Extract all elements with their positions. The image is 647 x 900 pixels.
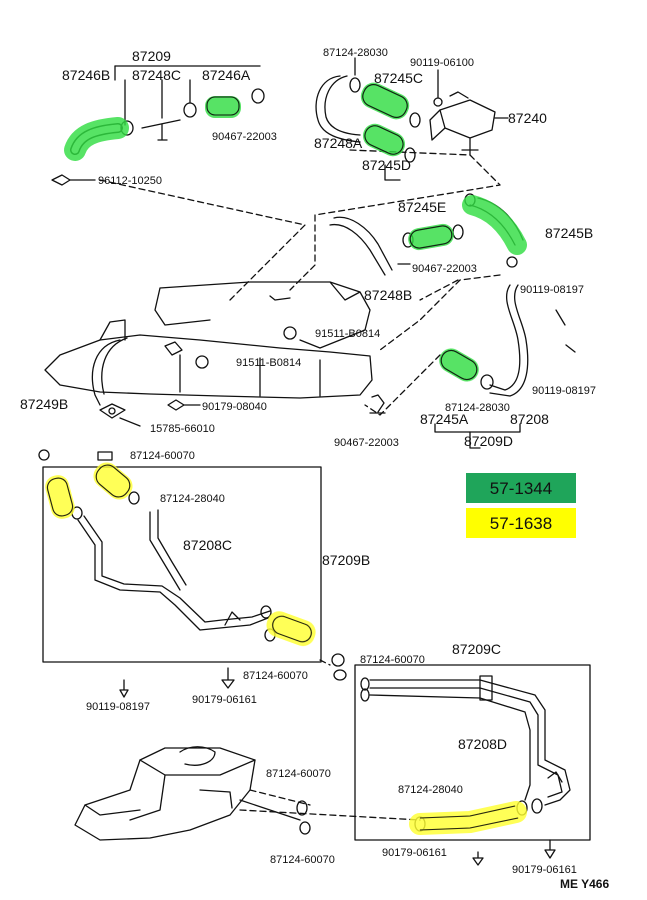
label-90467-c: 90467-22003 <box>334 437 399 449</box>
label-91511-a: 91511-B0814 <box>315 328 380 340</box>
hl-yellow-4 <box>409 801 527 835</box>
label-90119-08197-b: 90119-08197 <box>532 385 596 397</box>
label-87124-60070-c: 87124-60070 <box>243 670 308 682</box>
clamp-2 <box>183 102 197 118</box>
label-87124-28040-a: 87124-28040 <box>160 493 225 505</box>
label-87124-60070-d: 87124-60070 <box>266 768 331 780</box>
legend-text-yellow: 57-1638 <box>490 514 552 533</box>
label-87208-mid: 87208 <box>510 411 549 427</box>
leader-87246b <box>114 65 126 126</box>
bolt-91511-a <box>283 326 297 340</box>
hl-87246a <box>205 96 241 118</box>
label-87124-60070-b: 87124-60070 <box>360 654 425 666</box>
label-87124-28030-mid: 87124-28030 <box>445 402 510 414</box>
bracket-87209d <box>434 423 521 433</box>
label-87240: 87240 <box>508 110 547 126</box>
label-90467-a: 90467-22003 <box>212 131 277 143</box>
tee-87248c <box>141 119 181 141</box>
legend-fill-green <box>466 473 576 503</box>
label-90179-08040: 90179-08040 <box>202 401 267 413</box>
hl-87245e <box>408 223 454 251</box>
label-87245d: 87245D <box>362 157 411 173</box>
label-87124-60070-a: 87124-60070 <box>130 450 195 462</box>
pipe-87248a <box>315 75 361 143</box>
label-90179-06161-c: 90179-06161 <box>512 864 577 876</box>
pipe-87208d <box>369 679 571 806</box>
bolt-91511-b <box>195 355 209 369</box>
label-87208c: 87208C <box>183 537 232 553</box>
valve-87240 <box>439 91 496 156</box>
label-me-code: ME Y466 <box>560 877 609 891</box>
hl-87245d <box>362 123 406 157</box>
label-87124-28040-b: 87124-28040 <box>398 784 463 796</box>
leader-87245d <box>384 164 401 181</box>
legend-fill-yellow <box>466 508 576 538</box>
engine-block <box>154 281 371 349</box>
label-87248a: 87248A <box>314 135 363 151</box>
hl-87245a <box>439 348 479 382</box>
label-87124-60070-e: 87124-60070 <box>270 854 335 866</box>
label-87248c: 87248C <box>132 67 181 83</box>
label-90179-06161-b: 90179-06161 <box>382 847 447 859</box>
label-90467-b: 90467-22003 <box>412 263 477 275</box>
gasket-15785 <box>99 403 126 419</box>
hl-yellow-3 <box>266 611 316 647</box>
pipe-87208-upper <box>489 284 521 391</box>
clip-96112 <box>51 174 71 186</box>
hl-87245c <box>360 82 410 120</box>
box-87209b <box>42 466 322 663</box>
clamp-3 <box>251 88 265 104</box>
label-87248b: 87248B <box>364 287 412 303</box>
label-87246a: 87246A <box>202 67 251 83</box>
pipe-87208c <box>77 519 269 631</box>
label-87245a: 87245A <box>420 411 469 427</box>
highlights <box>45 82 527 835</box>
label-87124-28030-top: 87124-28030 <box>323 47 388 59</box>
label-87245b: 87245B <box>545 225 593 241</box>
label-96112: 96112-10250 <box>98 175 162 187</box>
dashed-leaders <box>99 149 501 416</box>
label-87208d: 87208D <box>458 736 507 752</box>
vehicle-tank-sketch <box>74 747 256 841</box>
hl-87246b <box>64 117 129 161</box>
label-87209c: 87209C <box>452 641 501 657</box>
box-87209c <box>354 664 591 841</box>
label-90119-06100: 90119-06100 <box>410 57 474 69</box>
label-87209d: 87209D <box>464 433 513 449</box>
label-87209: 87209 <box>132 48 171 64</box>
hl-87245b <box>462 195 527 255</box>
label-90119-08197-c: 90119-08197 <box>86 701 150 713</box>
hl-yellow-2 <box>93 462 133 500</box>
pipe-87249b <box>91 339 121 406</box>
pipe-87248b <box>329 223 386 276</box>
label-87249b: 87249B <box>20 396 68 412</box>
label-87246b: 87246B <box>62 67 110 83</box>
label-87245e: 87245E <box>398 199 446 215</box>
label-87209b: 87209B <box>322 552 370 568</box>
label-87245c: 87245C <box>374 70 423 86</box>
label-90119-08197-a: 90119-08197 <box>520 284 584 296</box>
label-91511-b: 91511-B0814 <box>236 357 301 369</box>
label-90179-06161-a: 90179-06161 <box>192 694 257 706</box>
label-15785: 15785-66010 <box>150 423 215 435</box>
legend-text-green: 57-1344 <box>490 479 552 498</box>
hl-yellow-1 <box>45 475 75 519</box>
